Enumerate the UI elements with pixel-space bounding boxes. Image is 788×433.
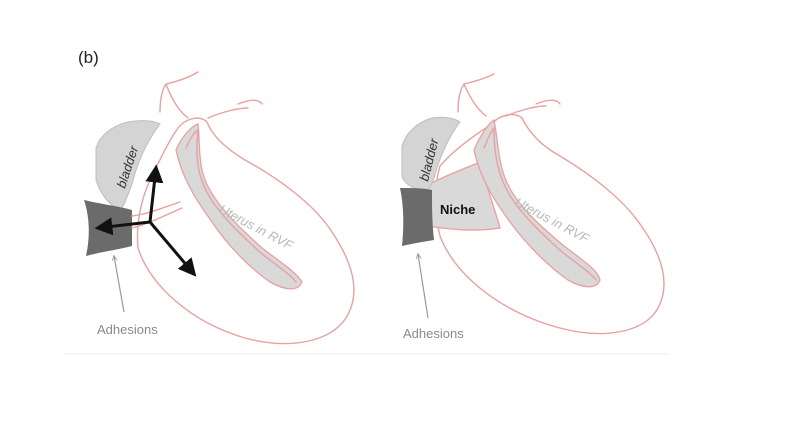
right-uterine-cavity	[473, 118, 601, 288]
left-adhesions-label: Adhesions	[97, 322, 158, 337]
right-uterus-outline	[434, 113, 665, 335]
right-niche-label: Niche	[440, 202, 475, 217]
right-adhesion	[400, 188, 434, 246]
left-uterus-outline	[136, 117, 355, 345]
right-adhesions-label: Adhesions	[403, 326, 464, 341]
left-niche-lines	[131, 201, 183, 229]
left-cavity-inner-line	[185, 129, 297, 283]
left-arrow-left	[94, 217, 151, 236]
left-arrow-down	[148, 221, 197, 277]
right-adhesions-leader	[418, 254, 429, 319]
left-cervix-outline	[159, 71, 263, 119]
panel-label: (b)	[78, 48, 99, 67]
left-adhesions-leader	[114, 256, 125, 313]
left-arrow-up	[145, 164, 164, 223]
right-cavity-inner-line	[483, 127, 597, 281]
left-panel: bladder Uterus in RVF Adhesions	[84, 71, 355, 345]
right-cervix-outline	[457, 73, 561, 117]
left-uterine-cavity	[175, 123, 303, 290]
right-panel: bladder Niche Uterus in RVF Adhesions	[400, 73, 665, 341]
